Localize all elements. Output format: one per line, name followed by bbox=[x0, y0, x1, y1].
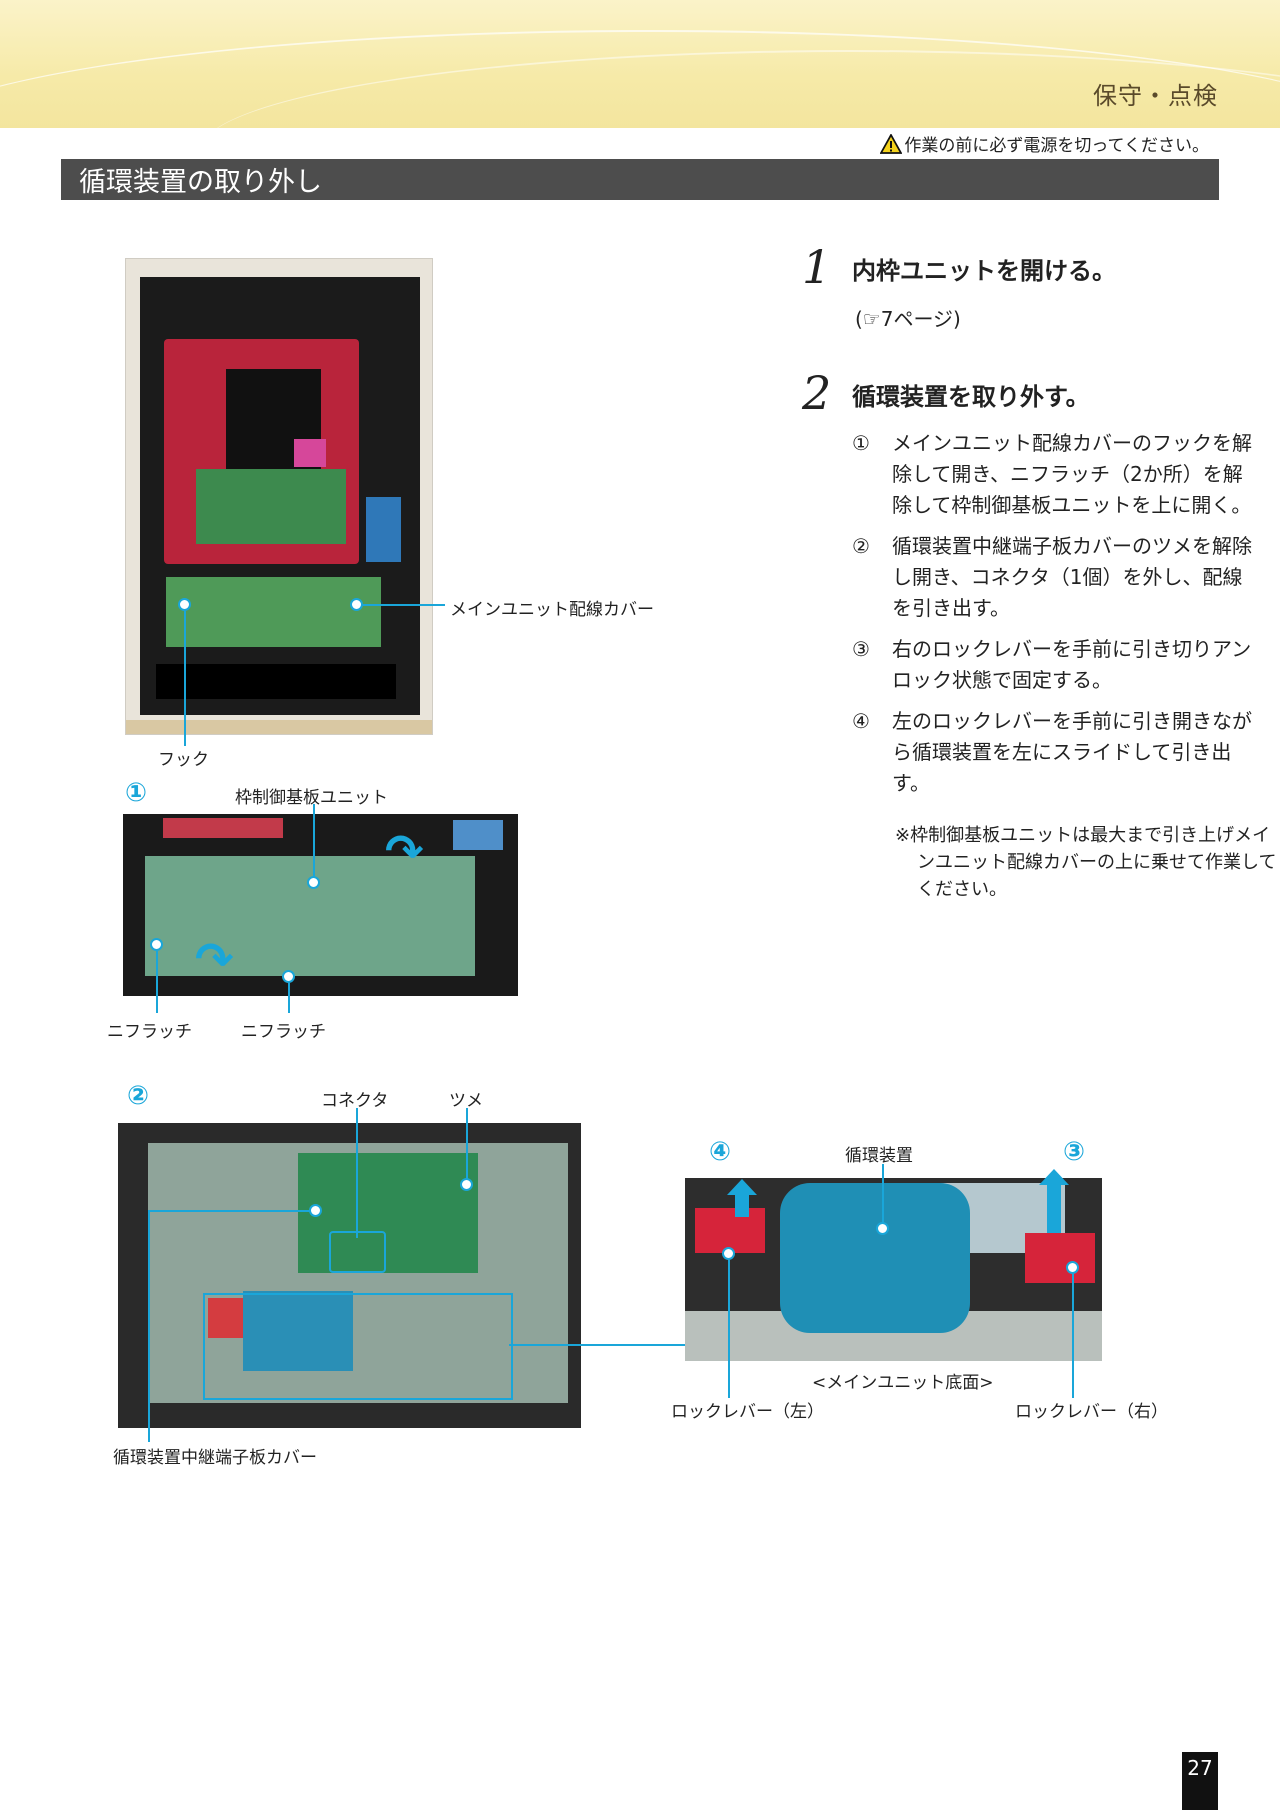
header-band bbox=[0, 0, 1280, 128]
callout-dot bbox=[282, 970, 295, 983]
step-number: ④ bbox=[709, 1137, 732, 1167]
board-label: 枠制御基板ユニット bbox=[235, 788, 388, 808]
callout-line bbox=[466, 1108, 468, 1180]
header-decoration bbox=[0, 30, 1280, 128]
relay-cover-label: 循環装置中継端子板カバー bbox=[113, 1448, 317, 1468]
callout-line bbox=[184, 611, 186, 746]
figure3-photo bbox=[685, 1178, 1102, 1361]
callout-line bbox=[313, 804, 315, 880]
hook-label: フック bbox=[158, 750, 209, 770]
figure-number: ① bbox=[125, 778, 148, 808]
instruction-list: ① メインユニット配線カバーのフックを解除して開き、ニフラッチ（2か所）を解除し… bbox=[852, 428, 1252, 809]
list-item: ③ 右のロックレバーを手前に引き切りアンロック状態で固定する。 bbox=[852, 637, 1252, 692]
callout-line bbox=[148, 1210, 311, 1212]
arrow-up-icon bbox=[1039, 1169, 1069, 1233]
list-item: ④ 左のロックレバーを手前に引き開きながら循環装置を左にスライドして引き出す。 bbox=[852, 709, 1252, 795]
page-title: 循環装置の取り外し bbox=[61, 159, 1219, 200]
callout-dot bbox=[150, 938, 163, 951]
callout-line bbox=[728, 1260, 730, 1398]
figure1-photo: ↷ ↷ bbox=[123, 814, 518, 996]
page-number: 27 bbox=[1182, 1752, 1218, 1810]
arrow-up-icon bbox=[727, 1179, 757, 1217]
callout-line bbox=[356, 1108, 358, 1238]
callout-dot bbox=[460, 1178, 473, 1191]
section-label: 保守・点検 bbox=[1093, 82, 1218, 110]
step-number: ③ bbox=[1063, 1137, 1086, 1167]
figure-caption: <メインユニット底面> bbox=[812, 1373, 994, 1393]
callout-line bbox=[1072, 1274, 1074, 1398]
list-item: ② 循環装置中継端子板カバーのツメを解除し開き、コネクタ（1個）を外し、配線を引… bbox=[852, 534, 1252, 620]
figure-number: ② bbox=[127, 1081, 150, 1111]
callout-dot bbox=[722, 1247, 735, 1260]
connector-label: コネクタ bbox=[321, 1091, 389, 1111]
warning-icon bbox=[880, 133, 903, 154]
work-note: ※枠制御基板ユニットは最大まで引き上げメインユニット配線カバーの上に乗せて作業し… bbox=[895, 825, 1277, 900]
lever-left-label: ロックレバー（左） bbox=[671, 1402, 824, 1422]
callout-line bbox=[363, 604, 445, 606]
latch-label: ニフラッチ bbox=[107, 1022, 192, 1042]
header-decoration bbox=[200, 50, 1280, 128]
claw-label: ツメ bbox=[449, 1091, 483, 1111]
callout-dot bbox=[178, 598, 191, 611]
device-highlight bbox=[203, 1293, 513, 1400]
connector-highlight bbox=[329, 1231, 386, 1273]
warning-text: 作業の前に必ず電源を切ってください。 bbox=[904, 136, 1209, 156]
latch-label: ニフラッチ bbox=[241, 1022, 326, 1042]
page-reference: (☞7ページ) bbox=[855, 307, 961, 331]
cover-label: メインユニット配線カバー bbox=[450, 600, 654, 620]
list-item: ① メインユニット配線カバーのフックを解除して開き、ニフラッチ（2か所）を解除し… bbox=[852, 431, 1252, 517]
step-number: 1 bbox=[802, 240, 832, 294]
warning-note: 作業の前に必ず電源を切ってください。 bbox=[880, 131, 1209, 156]
step-number: 2 bbox=[802, 366, 832, 420]
figure2-photo bbox=[118, 1123, 581, 1428]
callout-line bbox=[882, 1164, 884, 1224]
callout-dot bbox=[350, 598, 363, 611]
lever-right-label: ロックレバー（右） bbox=[1015, 1402, 1168, 1422]
connector-line bbox=[509, 1344, 685, 1346]
callout-line bbox=[288, 983, 290, 1013]
callout-line bbox=[156, 951, 158, 1013]
main-unit-photo bbox=[125, 258, 433, 735]
step-title: 循環装置を取り外す。 bbox=[852, 383, 1090, 411]
device-label: 循環装置 bbox=[845, 1146, 913, 1166]
callout-dot bbox=[876, 1222, 889, 1235]
callout-dot bbox=[1066, 1261, 1079, 1274]
callout-line bbox=[148, 1210, 150, 1442]
callout-dot bbox=[307, 876, 320, 889]
step-title: 内枠ユニットを開ける。 bbox=[852, 257, 1116, 285]
